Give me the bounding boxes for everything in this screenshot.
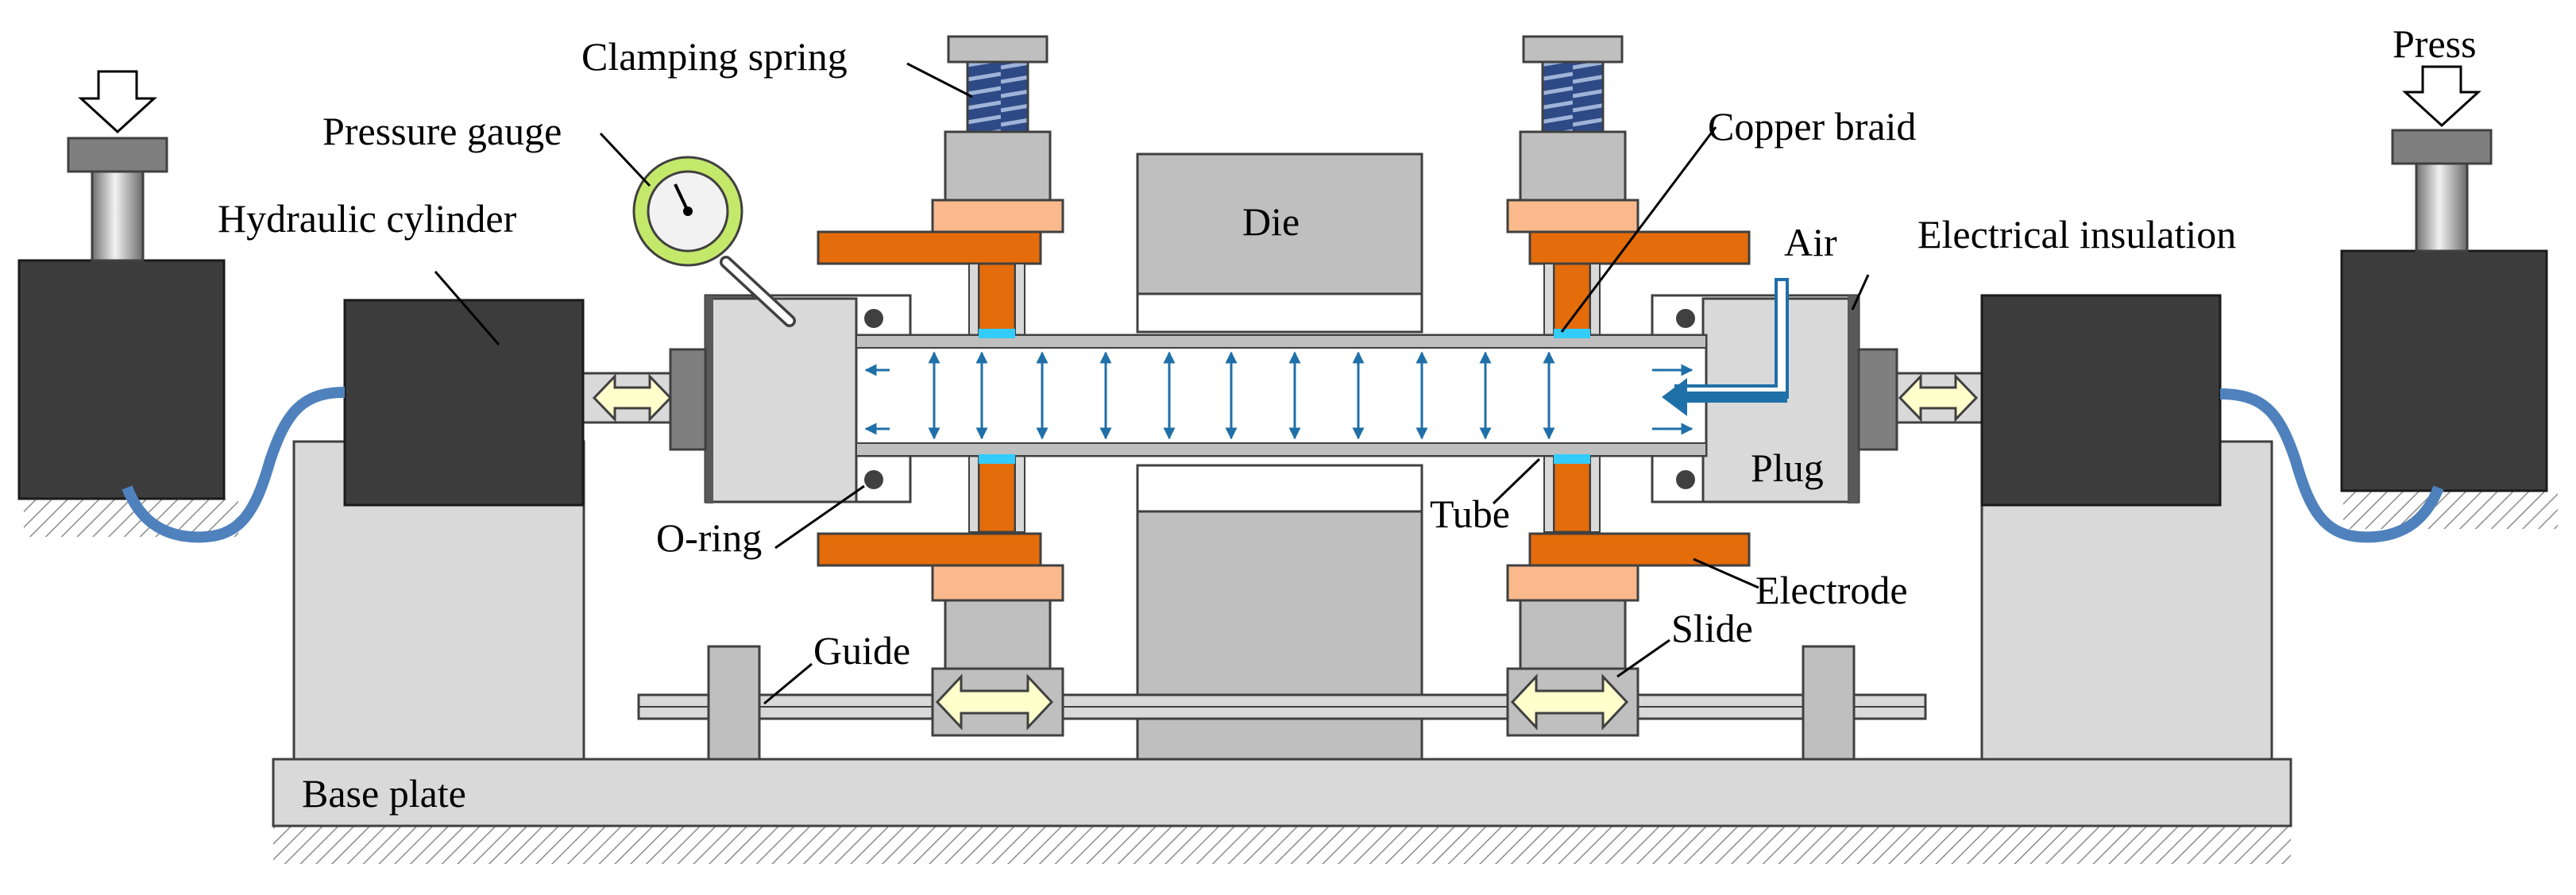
left-hose — [122, 387, 346, 543]
double-arrow-icon — [1510, 673, 1629, 731]
right-clamping-spring — [1541, 60, 1605, 133]
electrode-label: Electrode — [1755, 568, 1908, 612]
die-upper-lip — [1136, 292, 1423, 334]
o-ring-label: O-ring — [656, 515, 762, 560]
plug-label: Plug — [1751, 446, 1824, 490]
pressure-gauge — [632, 156, 796, 327]
right-upper-electrode — [1528, 230, 1751, 265]
left-hydraulic-cylinder — [343, 299, 585, 507]
left-clamping-spring — [966, 60, 1029, 133]
base-plate — [272, 758, 2292, 827]
double-arrow-icon — [592, 373, 673, 422]
left-clamp-assembly — [817, 35, 1064, 737]
pressure-gauge-label: Pressure gauge — [322, 109, 562, 153]
left-plug-block — [704, 297, 858, 503]
electrical-insulation-strip — [1848, 295, 1859, 503]
right-lower-electrode — [1528, 532, 1751, 567]
air-arrow-icon — [1662, 378, 1687, 416]
right-hose — [2219, 388, 2444, 543]
copper-braid-left-top — [979, 329, 1015, 338]
double-arrow-icon — [935, 673, 1054, 731]
electrical-insulation-label: Electrical insulation — [1918, 212, 2236, 257]
copper-braid-right-top — [1554, 329, 1590, 338]
right-ground-hatch — [2343, 491, 2558, 529]
right-upper-o-ring — [1676, 309, 1695, 328]
air-label: Air — [1784, 220, 1837, 264]
press-label: Press — [2393, 21, 2477, 66]
left-lower-o-ring — [864, 470, 883, 489]
press-arrow-icon — [2402, 65, 2481, 128]
pressure-arrows — [864, 351, 1694, 440]
slide-label: Slide — [1671, 606, 1753, 650]
copper-braid-label: Copper braid — [1708, 104, 1916, 149]
right-lower-o-ring — [1676, 470, 1695, 489]
tube-label: Tube — [1430, 492, 1510, 536]
tube — [855, 334, 1708, 457]
base-ground-hatch — [273, 824, 2291, 864]
copper-braid-left-bottom — [979, 454, 1015, 464]
die-upper — [1136, 152, 1423, 295]
right-press — [2340, 249, 2548, 492]
left-upper-o-ring — [864, 309, 883, 328]
guide-label: Guide — [813, 628, 910, 673]
left-press — [17, 259, 226, 500]
double-arrow-icon — [1898, 373, 1979, 422]
base-plate-label: Base plate — [302, 771, 466, 816]
left-lower-electrode — [817, 532, 1042, 567]
die-label: Die — [1242, 199, 1300, 244]
guide-right-stop — [1802, 645, 1856, 761]
die-lower-lip — [1136, 464, 1423, 513]
clamping-spring-label: Clamping spring — [581, 34, 848, 79]
copper-braid-right-bottom — [1554, 454, 1590, 464]
leader-lines — [434, 62, 1870, 705]
press-arrow-icon — [78, 70, 157, 134]
hydraulic-cylinder-label: Hydraulic cylinder — [218, 196, 517, 241]
left-upper-electrode — [817, 230, 1042, 265]
die-lower — [1136, 510, 1423, 761]
right-hydraulic-cylinder — [1980, 294, 2222, 507]
guide-left-stop — [707, 645, 761, 761]
